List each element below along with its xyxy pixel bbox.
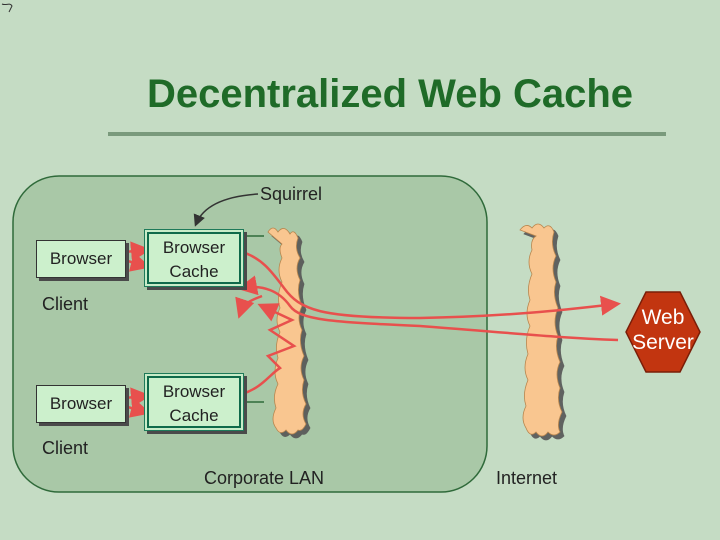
- cache-box-bottom-line1: Browser: [162, 382, 226, 401]
- browser-cache-arrow-top-2: [123, 252, 151, 272]
- web-server-line1: Web: [641, 306, 685, 329]
- squirrel-label: Squirrel: [260, 184, 323, 204]
- squirrel-pointer-arrow: [193, 193, 259, 227]
- internet-label: Internet: [496, 468, 558, 488]
- browser-box-bottom: Browser: [36, 385, 126, 423]
- corner-scribble: [1, 3, 13, 13]
- web-server-line2: Server: [632, 331, 694, 354]
- web-server-hexagon: [625, 291, 701, 373]
- response-path-arrow: [237, 275, 619, 342]
- browser-box-top: Browser: [36, 240, 126, 278]
- client-label-top: Client: [42, 294, 89, 314]
- internet-cloud: [519, 223, 563, 437]
- cache-box-top: Browser Cache: [147, 232, 241, 284]
- browser-cache-arrow-bottom-2: [123, 398, 151, 418]
- corporate-lan-label: Corporate LAN: [204, 468, 325, 488]
- web-server-label: Web Server: [624, 305, 702, 355]
- cache-box-bottom: Browser Cache: [147, 376, 241, 428]
- slide-title: Decentralized Web Cache: [146, 72, 634, 116]
- return-to-cache-arrow: [235, 294, 263, 319]
- cache-box-top-line1: Browser: [162, 238, 226, 257]
- cache-box-bottom-line2: Cache: [169, 406, 219, 425]
- cache-box-top-line2: Cache: [169, 262, 219, 281]
- lan-squiggle-arrow: [241, 303, 297, 396]
- client-label-bottom: Client: [42, 438, 89, 458]
- title-underline: [108, 132, 666, 136]
- corporate-lan-cloud: [267, 227, 307, 435]
- browser-cache-arrow-top-1: [123, 241, 151, 262]
- request-path-arrow: [241, 250, 621, 320]
- browser-cache-arrow-bottom-1: [123, 387, 151, 408]
